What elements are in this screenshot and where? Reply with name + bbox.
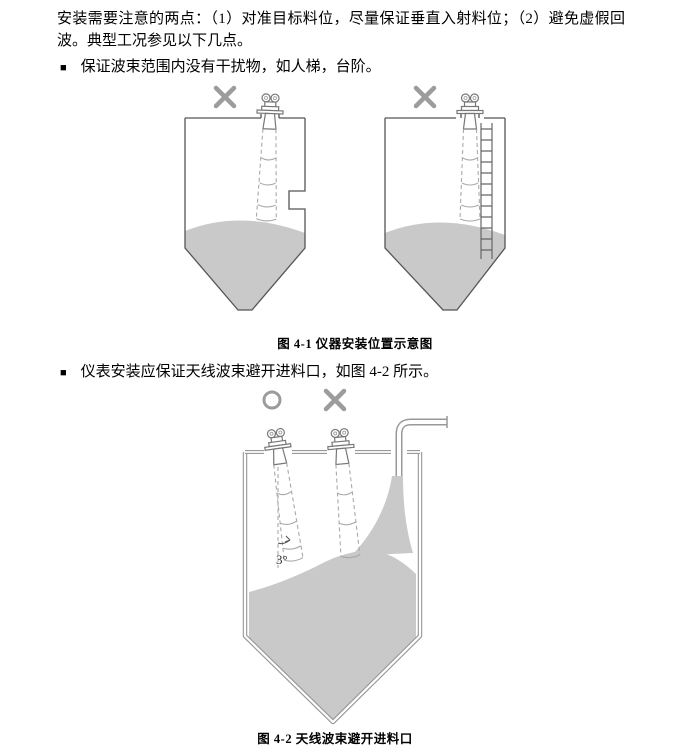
figure-2-canvas: 3° [242,389,448,725]
beam-arcs [277,491,304,563]
figure-1-caption: 图 4-1 仪器安装位置示意图 [277,337,433,352]
radar-sensor-icon [255,93,285,222]
wrong-mark-icon [323,389,347,412]
angle-label: 3° [276,552,288,567]
intro-paragraph: 安装需要注意的两点：（1）对准目标料位，尽量保证垂直入射料位；（2）避免虚假回波… [57,11,625,50]
tank-wall [384,118,506,312]
beam-cone [273,463,304,561]
beam-cone [335,463,361,557]
tank-right [384,86,506,312]
material-stream [351,476,413,557]
wrong-mark-icon [413,86,437,109]
radar-sensor-icon [261,427,304,563]
tank-roof [385,114,505,120]
bullet-item-1: ■ 保证波束范围内没有干扰物，如人梯，台阶。 [57,57,625,79]
figure-2: 3° 图 4-2 天线波束避开进料口 [115,386,555,747]
angle-annotation: 3° [276,536,291,567]
tank [242,450,423,725]
wrong-mark-icon [213,86,237,109]
bullet-text: 保证波束范围内没有干扰物，如人梯，台阶。 [80,59,381,76]
material-pile [185,220,305,311]
tank-wall-with-step [184,118,306,312]
tank-left [184,86,306,312]
material-pile [249,550,416,721]
figure-2-caption: 图 4-2 天线波束避开进料口 [257,732,413,747]
bullet-text: 仪表安装应保证天线波束避开进料口，如图 4-2 所示。 [80,364,439,381]
bullet-item-2: ■ 仪表安装应保证天线波束避开进料口，如图 4-2 所示。 [57,362,625,384]
bullet-square-icon: ■ [60,367,67,380]
radar-sensor-icon [456,93,484,222]
beam-cone [459,129,481,220]
material [249,476,416,721]
beam-arcs [337,492,361,559]
material-pile [385,222,505,311]
beam-arcs [459,157,481,222]
figure-1: 图 4-1 仪器安装位置示意图 [165,83,545,352]
bullet-square-icon: ■ [60,62,67,75]
beam-arcs [256,157,277,222]
correct-mark-icon [262,390,282,410]
tank-roof [185,114,305,120]
feed-pipe [395,416,448,477]
ladder-icon [480,123,493,260]
radar-sensor-icon [325,427,361,559]
beam-cone [255,129,277,220]
figure-1-canvas [184,86,506,312]
